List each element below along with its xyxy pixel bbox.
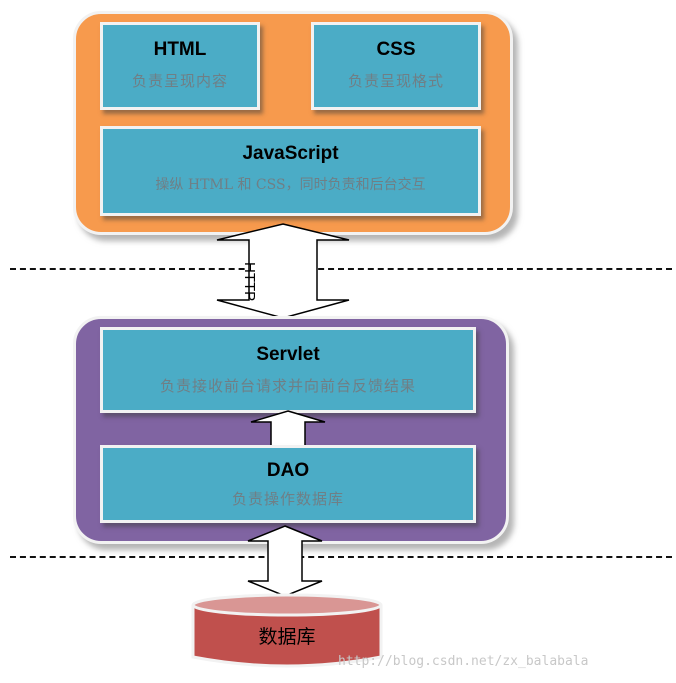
html-box: HTML 负责呈现内容 xyxy=(100,22,260,110)
dao-desc: 负责操作数据库 xyxy=(231,490,344,508)
css-title: CSS xyxy=(376,39,416,60)
css-box: CSS 负责呈现格式 xyxy=(311,22,481,110)
css-desc: 负责呈现格式 xyxy=(347,72,444,90)
tier-separator-bottom xyxy=(10,556,672,558)
dao-box: DAO 负责操作数据库 xyxy=(100,445,476,523)
dao-database-double-arrow-icon xyxy=(247,525,323,597)
javascript-desc: 操纵 HTML 和 CSS，同时负责和后台交互 xyxy=(155,177,426,193)
watermark: http://blog.csdn.net/zx_balabala xyxy=(338,654,589,669)
dao-title: DAO xyxy=(266,460,310,481)
servlet-desc: 负责接收前台请求并向前台反馈结果 xyxy=(159,377,416,395)
http-double-arrow-icon xyxy=(216,223,350,319)
servlet-title: Servlet xyxy=(256,344,320,365)
tier-separator-top xyxy=(10,268,672,270)
http-label: HTTP xyxy=(241,262,258,302)
servlet-box: Servlet 负责接收前台请求并向前台反馈结果 xyxy=(100,327,476,413)
javascript-box: JavaScript 操纵 HTML 和 CSS，同时负责和后台交互 xyxy=(100,126,481,216)
database-label: 数据库 xyxy=(258,627,316,648)
html-title: HTML xyxy=(153,39,207,60)
javascript-title: JavaScript xyxy=(242,143,339,164)
html-desc: 负责呈现内容 xyxy=(131,72,228,90)
database-cylinder-icon xyxy=(191,593,383,668)
